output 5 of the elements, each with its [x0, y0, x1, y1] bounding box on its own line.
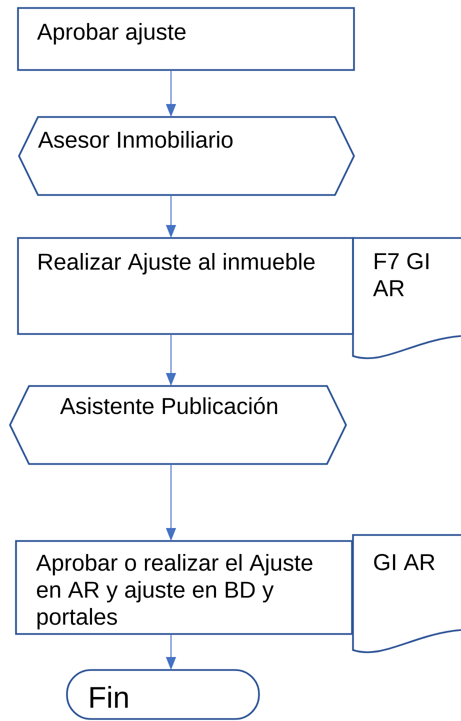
display-hexagon: Asistente Publicación	[9, 385, 347, 465]
display-hexagon: Asesor Inmobiliario	[18, 116, 355, 196]
process-box: Aprobar o realizar el Ajuste en AR y ajuste en BD y portales	[15, 540, 353, 635]
process-box: Realizar Ajuste al inmueble	[17, 237, 354, 335]
process-box: Aprobar ajuste	[17, 7, 355, 71]
